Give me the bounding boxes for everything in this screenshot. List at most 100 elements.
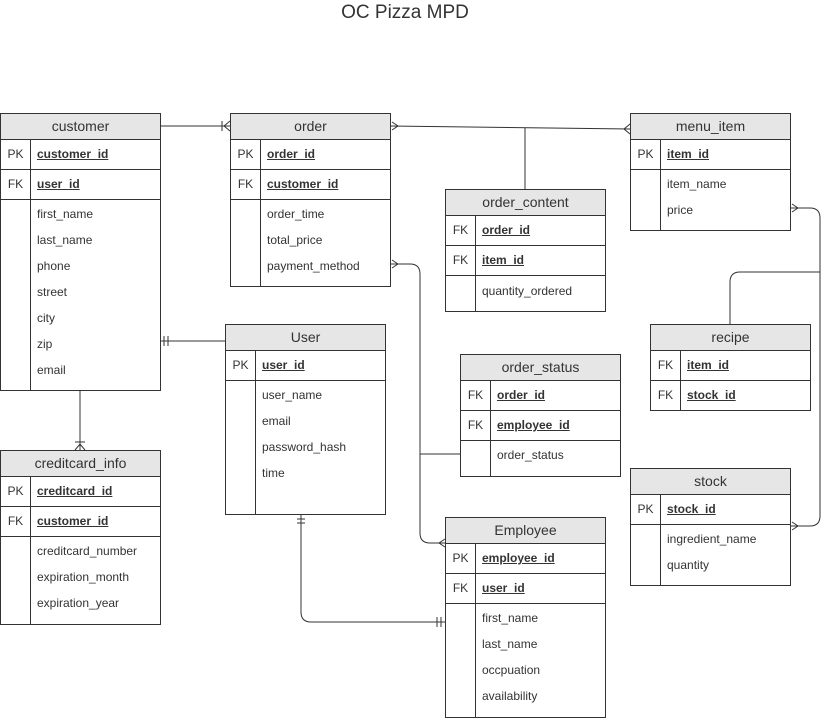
key-row: FK item_id: [651, 351, 810, 381]
key-row: FK employee_id: [461, 411, 620, 441]
attribute: email: [37, 363, 66, 377]
key-type: PK: [1, 140, 31, 169]
table-order-status[interactable]: order_status FK order_id FK employee_id …: [460, 354, 621, 477]
attribute-section: order_time total_price payment_method: [231, 200, 390, 286]
key-field: customer_id: [37, 147, 109, 161]
attribute-gutter: [231, 200, 261, 286]
attribute: order_status: [497, 448, 564, 462]
key-type: PK: [226, 351, 256, 380]
table-creditcard-info[interactable]: creditcard_info PK creditcard_id FK cust…: [0, 450, 161, 625]
key-type: PK: [231, 140, 261, 169]
key-field: customer_id: [37, 514, 109, 528]
attribute: quantity_ordered: [482, 284, 573, 298]
attribute-gutter: [1, 200, 31, 390]
attribute-gutter: [446, 276, 476, 311]
key-field: user_id: [482, 581, 525, 595]
table-stock[interactable]: stock PK stock_id ingredient_name quanti…: [630, 468, 791, 586]
table-title: recipe: [651, 325, 810, 351]
attribute-gutter: [1, 537, 31, 624]
table-order[interactable]: order PK order_id FK customer_id order_t…: [230, 113, 391, 287]
attribute: creditcard_number: [37, 544, 138, 558]
attribute-gutter: [461, 441, 491, 476]
key-row: PK employee_id: [446, 544, 605, 574]
relationship-user-employee: [297, 515, 445, 627]
key-row: FK user_id: [1, 170, 160, 200]
key-type: FK: [461, 381, 491, 410]
key-row: FK order_id: [446, 216, 605, 246]
attribute-gutter: [631, 525, 661, 585]
table-title: creditcard_info: [1, 451, 160, 477]
key-type: PK: [631, 495, 661, 524]
table-menu-item[interactable]: menu_item PK item_id item_name price: [630, 113, 791, 231]
key-field: user_id: [262, 358, 305, 372]
attribute-section: first_name last_name occpuation availabi…: [446, 604, 605, 717]
table-recipe[interactable]: recipe FK item_id FK stock_id: [650, 324, 811, 411]
key-type: FK: [651, 351, 681, 380]
attribute: expiration_year: [37, 596, 120, 610]
key-type: PK: [446, 544, 476, 573]
attribute: total_price: [267, 233, 323, 247]
key-row: PK customer_id: [1, 140, 160, 170]
key-field: stock_id: [687, 388, 736, 402]
key-row: FK order_id: [461, 381, 620, 411]
diagram-title: OC Pizza MPD: [341, 2, 469, 23]
key-type: FK: [651, 381, 681, 410]
relationship-customer-order: [160, 120, 231, 132]
table-title: order: [231, 114, 390, 140]
attribute: payment_method: [267, 259, 360, 273]
attribute: zip: [37, 337, 53, 351]
attribute-section: order_status: [461, 441, 620, 476]
table-customer[interactable]: customer PK customer_id FK user_id first…: [0, 113, 161, 391]
key-row: PK user_id: [226, 351, 385, 381]
key-type: FK: [1, 507, 31, 536]
table-title: order_content: [446, 190, 605, 216]
table-user[interactable]: User PK user_id user_name email password…: [225, 324, 386, 515]
relationship-recipe-link: [729, 271, 820, 324]
key-row: PK creditcard_id: [1, 477, 160, 507]
table-order-content[interactable]: order_content FK order_id FK item_id qua…: [445, 189, 606, 312]
table-employee[interactable]: Employee PK employee_id FK user_id first…: [445, 517, 606, 718]
key-row: FK user_id: [446, 574, 605, 604]
attribute: availability: [482, 689, 538, 703]
attribute-gutter: [631, 170, 661, 230]
attribute: occpuation: [482, 663, 541, 677]
key-row: FK customer_id: [231, 170, 390, 200]
relationship-customer-creditcard: [74, 390, 86, 451]
table-title: stock: [631, 469, 790, 495]
key-field: order_id: [267, 147, 316, 161]
relationship-customer-user: [160, 336, 225, 346]
attribute: street: [37, 285, 68, 299]
key-field: item_id: [667, 147, 710, 161]
key-row: PK order_id: [231, 140, 390, 170]
relationship-menu-item-stock: [790, 203, 821, 531]
key-type: FK: [231, 170, 261, 199]
attribute: item_name: [667, 177, 727, 191]
key-field: employee_id: [482, 551, 555, 565]
relationship-order-menu-item: [389, 121, 631, 135]
attribute: email: [262, 414, 291, 428]
key-type: FK: [461, 411, 491, 440]
relationship-order-employee: [390, 259, 446, 548]
attribute: quantity: [667, 558, 710, 572]
table-title: customer: [1, 114, 160, 140]
key-type: FK: [446, 246, 476, 275]
attribute: ingredient_name: [667, 532, 757, 546]
key-field: user_id: [37, 177, 80, 191]
attribute: city: [37, 311, 55, 325]
attribute-section: first_name last_name phone street city z…: [1, 200, 160, 390]
key-row: FK item_id: [446, 246, 605, 276]
key-field: order_id: [482, 223, 531, 237]
attribute: password_hash: [262, 440, 347, 454]
attribute-section: user_name email password_hash time: [226, 381, 385, 514]
key-field: stock_id: [667, 502, 716, 516]
key-row: PK stock_id: [631, 495, 790, 525]
key-field: item_id: [482, 253, 525, 267]
table-title: menu_item: [631, 114, 790, 140]
attribute: user_name: [262, 388, 323, 402]
attribute: phone: [37, 259, 71, 273]
key-type: FK: [446, 574, 476, 603]
table-title: Employee: [446, 518, 605, 544]
attribute-section: quantity_ordered: [446, 276, 605, 311]
key-row: FK customer_id: [1, 507, 160, 537]
